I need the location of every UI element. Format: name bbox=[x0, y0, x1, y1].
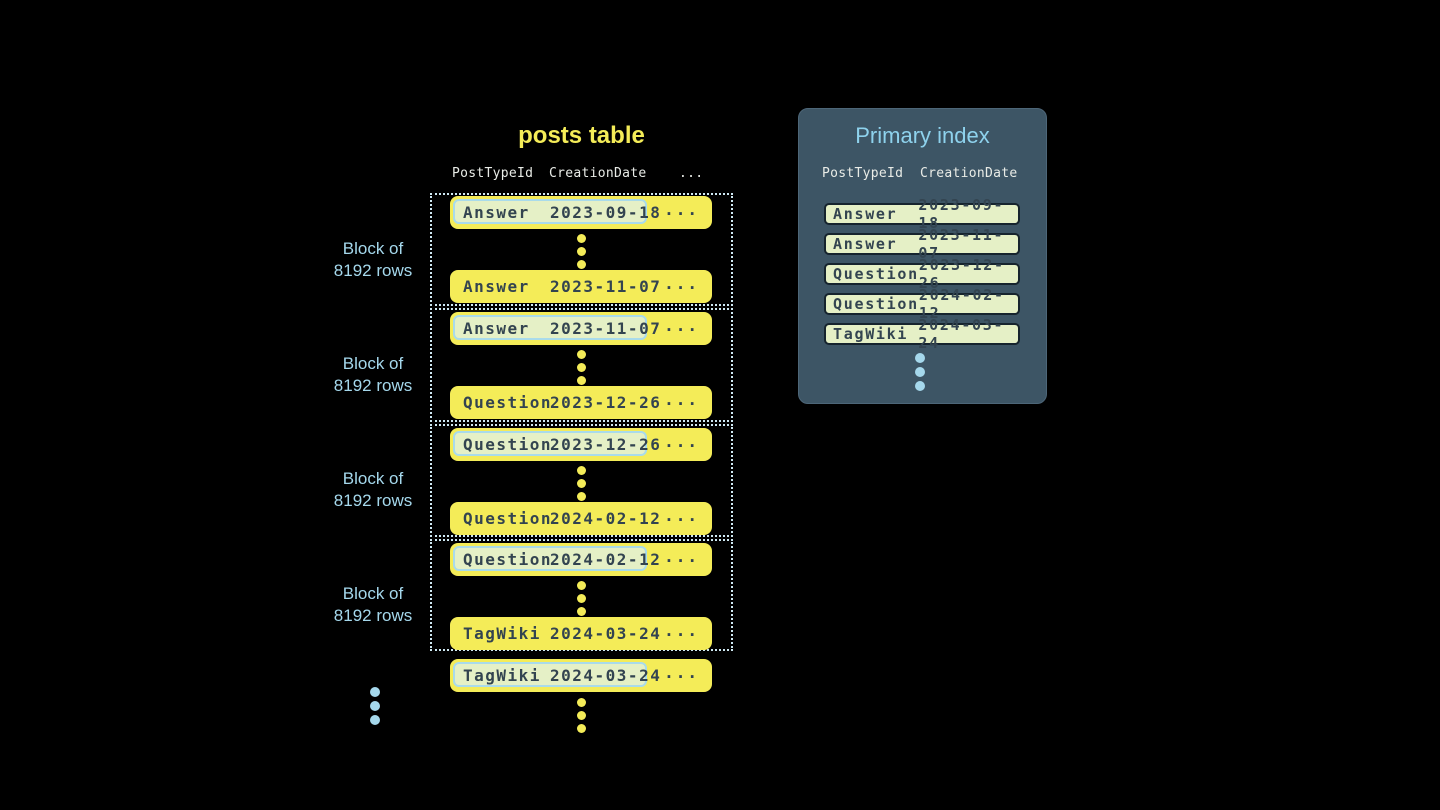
block-label-3: Block of 8192 rows bbox=[333, 469, 413, 510]
index-column-header-posttypeid: PostTypeId bbox=[822, 166, 904, 181]
row-type-cell: Answer bbox=[463, 319, 530, 338]
index-row-type-cell: Answer bbox=[833, 205, 898, 223]
row-type-cell: Question bbox=[463, 393, 553, 412]
index-row-date-cell: 2023-09-18 bbox=[918, 196, 1005, 232]
block-outline-3 bbox=[430, 424, 733, 537]
index-row-type-cell: Question bbox=[833, 295, 919, 313]
row-highlight bbox=[453, 662, 647, 687]
index-row-date-cell: 2023-11-07 bbox=[918, 226, 1005, 262]
index-row-type-cell: Answer bbox=[833, 235, 898, 253]
row-ellipsis: ... bbox=[664, 274, 699, 293]
table-row: TagWiki 2024-03-24 ... bbox=[450, 617, 712, 650]
column-header-more: ... bbox=[679, 166, 704, 181]
ellipsis-dots bbox=[577, 579, 586, 618]
table-row: Question 2023-12-26 ... bbox=[450, 428, 712, 461]
row-highlight bbox=[453, 315, 647, 340]
ellipsis-dots bbox=[577, 232, 586, 271]
index-row: Answer 2023-11-07 bbox=[824, 226, 1020, 262]
row-type-cell: Question bbox=[463, 435, 553, 454]
index-ellipsis-dots bbox=[915, 351, 925, 393]
table-row: Question 2023-12-26 ... bbox=[450, 386, 712, 419]
row-type-cell: Question bbox=[463, 509, 553, 528]
block-outline-2 bbox=[430, 308, 733, 422]
index-row: Question 2023-12-26 bbox=[824, 256, 1020, 292]
row-ellipsis: ... bbox=[664, 432, 699, 451]
row-ellipsis: ... bbox=[664, 663, 699, 682]
row-date-cell: 2023-12-26 bbox=[550, 435, 662, 454]
row-date-cell: 2024-02-12 bbox=[550, 509, 662, 528]
table-row: Question 2024-02-12 ... bbox=[450, 543, 712, 576]
index-row-type-cell: TagWiki bbox=[833, 325, 909, 343]
ellipsis-dots bbox=[577, 348, 586, 387]
row-date-cell: 2023-11-07 bbox=[550, 319, 662, 338]
ellipsis-dots bbox=[577, 696, 586, 735]
row-type-cell: TagWiki bbox=[463, 666, 541, 685]
index-row: Question 2024-02-12 bbox=[824, 286, 1020, 322]
row-ellipsis: ... bbox=[664, 506, 699, 525]
block-outline-1 bbox=[430, 193, 733, 306]
row-ellipsis: ... bbox=[664, 547, 699, 566]
row-type-cell: TagWiki bbox=[463, 624, 541, 643]
column-header-posttypeid: PostTypeId bbox=[452, 166, 534, 181]
row-date-cell: 2024-03-24 bbox=[550, 624, 662, 643]
row-date-cell: 2023-09-18 bbox=[550, 203, 662, 222]
index-row: Answer 2023-09-18 bbox=[824, 196, 1020, 232]
row-highlight bbox=[453, 431, 647, 456]
row-ellipsis: ... bbox=[664, 390, 699, 409]
index-column-header-creationdate: CreationDate bbox=[920, 166, 1018, 181]
row-date-cell: 2024-02-12 bbox=[550, 550, 662, 569]
index-row-date-cell: 2024-02-12 bbox=[918, 286, 1005, 322]
index-row-date-cell: 2024-03-24 bbox=[918, 316, 1005, 352]
row-ellipsis: ... bbox=[664, 621, 699, 640]
table-row: TagWiki 2024-03-24 ... bbox=[450, 659, 712, 692]
row-ellipsis: ... bbox=[664, 200, 699, 219]
column-header-creationdate: CreationDate bbox=[549, 166, 647, 181]
row-ellipsis: ... bbox=[664, 316, 699, 335]
row-date-cell: 2023-11-07 bbox=[550, 277, 662, 296]
ellipsis-dots bbox=[577, 464, 586, 503]
row-type-cell: Answer bbox=[463, 203, 530, 222]
row-highlight bbox=[453, 546, 647, 571]
table-row: Answer 2023-11-07 ... bbox=[450, 270, 712, 303]
table-row: Answer 2023-11-07 ... bbox=[450, 312, 712, 345]
block-label-1: Block of 8192 rows bbox=[333, 239, 413, 280]
block-label-4: Block of 8192 rows bbox=[333, 584, 413, 625]
table-row: Answer 2023-09-18 ... bbox=[450, 196, 712, 229]
index-row-date-cell: 2023-12-26 bbox=[918, 256, 1005, 292]
row-date-cell: 2024-03-24 bbox=[550, 666, 662, 685]
table-row: Question 2024-02-12 ... bbox=[450, 502, 712, 535]
row-type-cell: Answer bbox=[463, 277, 530, 296]
block-label-2: Block of 8192 rows bbox=[333, 354, 413, 395]
row-highlight bbox=[453, 199, 647, 224]
row-type-cell: Question bbox=[463, 550, 553, 569]
more-blocks-ellipsis-dots bbox=[370, 685, 380, 727]
primary-index-title: Primary index bbox=[855, 123, 990, 148]
row-date-cell: 2023-12-26 bbox=[550, 393, 662, 412]
index-row-type-cell: Question bbox=[833, 265, 919, 283]
posts-table-title: posts table bbox=[518, 122, 645, 149]
block-outline-4 bbox=[430, 539, 733, 651]
index-row: TagWiki 2024-03-24 bbox=[824, 316, 1020, 352]
